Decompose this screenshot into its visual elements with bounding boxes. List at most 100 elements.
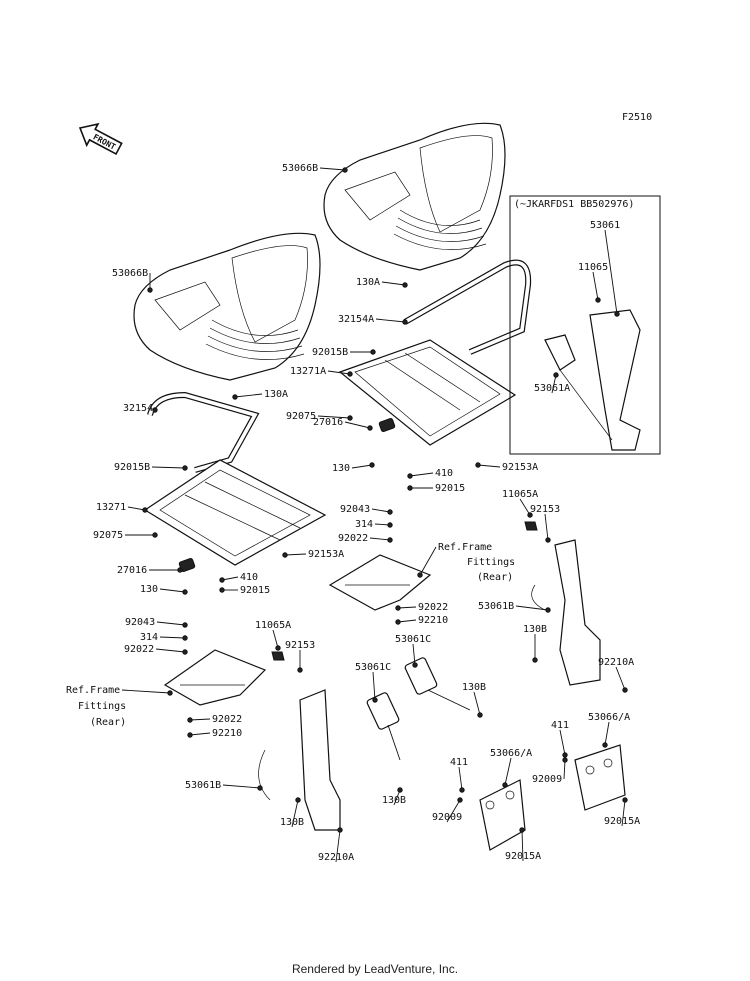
part-label-ref-r2: Fittings	[467, 557, 515, 568]
grab-bar-left	[147, 391, 260, 473]
leader-32154A	[375, 318, 406, 323]
part-label-411-r: 411	[551, 720, 569, 731]
fastener-dot-11065	[595, 297, 601, 303]
fastener-dot-92043-r	[387, 509, 393, 515]
part-label-11065A-r: 11065A	[502, 489, 538, 500]
fastener-dot-92153A-l	[282, 552, 288, 558]
fastener-dot-92043-l	[182, 622, 188, 628]
leader-92015B-l	[151, 466, 186, 469]
leader-92009-r	[563, 759, 566, 780]
leader-411-r	[559, 729, 566, 756]
fastener-dot-11065A-r	[527, 512, 533, 518]
leader-92075-r	[317, 415, 351, 419]
fastener-dot-92210A-l	[337, 827, 343, 833]
leader-53061A	[551, 374, 557, 394]
fastener-dot-92015B-r	[370, 349, 376, 355]
fastener-dot-92022-l1	[182, 649, 188, 655]
leader-92210A-r	[615, 666, 626, 691]
fastener-dot-130A-l	[232, 394, 238, 400]
part-label-53061C-2: 53061C	[355, 662, 391, 673]
fastener-dot-92210-r	[395, 619, 401, 625]
figure-code: F2510	[622, 112, 653, 123]
leader-13271	[127, 506, 146, 511]
leader-130B-m1	[473, 691, 481, 716]
fastener-dot-411-m	[459, 787, 465, 793]
leader-53061C-2	[372, 671, 376, 701]
cover-mid	[479, 779, 526, 851]
seat-right	[323, 122, 506, 271]
leader-53061B-r	[515, 605, 549, 611]
leader-92210A-l	[335, 829, 341, 863]
leader-92210-r	[397, 619, 417, 623]
part-label-92153-l: 92153	[285, 640, 315, 651]
leader-92153A-r	[477, 464, 501, 468]
fastener-dot-92022-l2	[187, 717, 193, 723]
part-label-ref-l3: (Rear)	[90, 717, 126, 728]
fastener-dot-130B-m1	[477, 712, 483, 718]
part-label-411-m: 411	[450, 757, 468, 768]
fastener-dot-92022-r1	[387, 537, 393, 543]
part-label-92015-r: 92015	[435, 483, 465, 494]
leader-410-l	[221, 576, 239, 581]
fastener-dot-92015A-r	[622, 797, 628, 803]
part-label-92022-l2: 92022	[212, 714, 242, 725]
leader-11065	[592, 271, 599, 301]
part-label-92210-r: 92210	[418, 615, 448, 626]
fastener-dot-11065A-l	[275, 645, 281, 651]
part-label-53066B-l: 53066B	[112, 268, 148, 279]
leader-130-l	[159, 588, 186, 593]
leader-92015A-r	[621, 799, 626, 827]
fastener-dot-130-r	[369, 462, 375, 468]
part-label-410-r: 410	[435, 468, 453, 479]
part-label-27016-l: 27016	[117, 565, 147, 576]
part-label-130-r: 130	[332, 463, 350, 474]
leader-92043-l	[156, 621, 186, 626]
fastener-dot-53061B-l	[257, 785, 263, 791]
leader-130B-l	[291, 799, 299, 828]
fastener-dot-130B-m2	[397, 787, 403, 793]
bracket-plate-left	[163, 649, 267, 706]
fastener-dot-32154	[152, 407, 158, 413]
seat-base-left	[143, 459, 327, 573]
part-label-ref-r1: Ref.Frame	[438, 542, 492, 553]
fastener-dot-92153-l	[297, 667, 303, 673]
leader-53066B-r	[319, 167, 346, 171]
fastener-dot-92009-r	[562, 757, 568, 763]
cover-right	[574, 744, 626, 811]
part-label-92015B-r: 92015B	[312, 347, 348, 358]
fastener-dot-130-l	[182, 589, 188, 595]
leader-ref-l1	[121, 689, 171, 694]
leader-92153-r	[544, 513, 549, 541]
fastener-dot-92210-l	[187, 732, 193, 738]
part-label-11065A-l: 11065A	[255, 620, 291, 631]
part-label-92009-r: 92009	[532, 774, 562, 785]
fastener-dot-411-r	[562, 752, 568, 758]
fastener-dot-130B-l	[295, 797, 301, 803]
leader-92153A-l	[284, 553, 307, 556]
part-label-92075-r: 92075	[286, 411, 316, 422]
part-label-11065: 11065	[578, 262, 608, 273]
leader-410-r	[409, 472, 434, 477]
fastener-dot-27016-r	[367, 425, 373, 431]
leader-92009-m	[446, 799, 461, 823]
leader-53061	[604, 229, 618, 315]
part-label-53066A-m: 53066/A	[490, 748, 532, 759]
part-label-92153A-l: 92153A	[308, 549, 344, 560]
leader-92210-l	[189, 732, 211, 736]
part-label-314-r: 314	[355, 519, 373, 530]
leader-53066A-m	[504, 757, 512, 786]
leader-53061C-1	[412, 643, 416, 666]
part-label-92022-l1: 92022	[124, 644, 154, 655]
fastener-dot-ref-l1	[167, 690, 173, 696]
part-label-314-l: 314	[140, 632, 158, 643]
fastener-dot-410-l	[219, 577, 225, 583]
fastener-dot-53061B-r	[545, 607, 551, 613]
part-label-53061A: 53061A	[534, 383, 570, 394]
fastener-dot-92075-l	[152, 532, 158, 538]
part-label-27016-r: 27016	[313, 417, 343, 428]
leader-92022-l2	[189, 718, 211, 721]
part-label-ref-r3: (Rear)	[477, 572, 513, 583]
front-arrow-icon: FRONT	[78, 122, 123, 156]
seat-base-right	[338, 339, 517, 446]
